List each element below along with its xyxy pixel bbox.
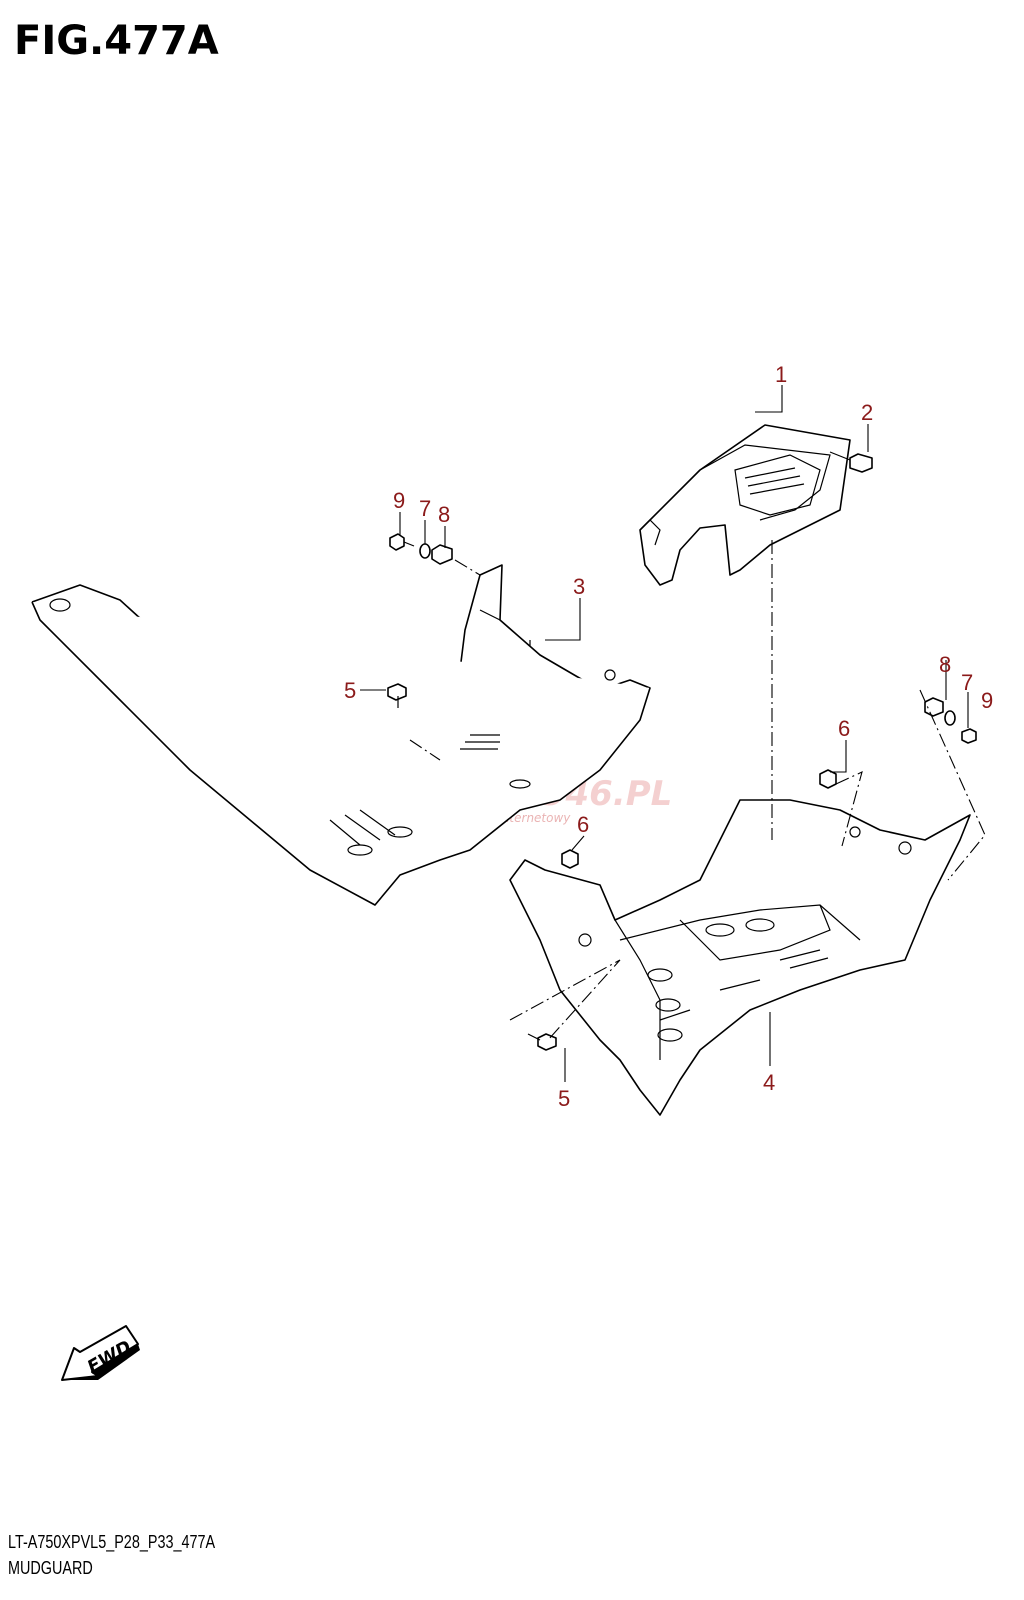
callout-3: 3 [573,574,585,599]
callout-9-right: 9 [981,688,993,713]
part-4-right-mudguard[interactable] [509,799,971,1116]
fastener-8-grommet-left[interactable] [431,544,453,565]
callout-9-left: 9 [393,488,405,513]
part-1-cover[interactable] [639,424,851,586]
fastener-6-clip-right[interactable] [819,769,837,789]
footer-part-name: MUDGUARD [8,1558,93,1578]
fastener-9-screw-right[interactable] [961,728,977,744]
callouts: 1 2 3 4 5 5 6 6 7 7 8 8 9 9 [344,362,993,1111]
part-3-left-mudguard[interactable] [31,564,651,906]
fastener-8-grommet-right[interactable] [924,697,944,717]
callout-5-left: 5 [344,678,356,703]
callout-6-left: 6 [577,812,589,837]
footer-part-code: LT-A750XPVL5_P28_P33_477A [8,1532,216,1552]
callout-8-left: 8 [438,502,450,527]
callout-1: 1 [775,362,787,387]
fwd-arrow-icon: FWD [61,1325,140,1381]
fastener-5-bolt-right[interactable] [527,1033,557,1051]
fastener-5-bolt-left[interactable] [387,683,407,708]
fastener-9-screw-left[interactable] [389,533,415,551]
callout-2: 2 [861,400,873,425]
callout-5-right: 5 [558,1086,570,1111]
fastener-7-washer-right[interactable] [944,710,956,726]
callout-7-right: 7 [961,670,973,695]
callout-8-right: 8 [939,652,951,677]
callout-7-left: 7 [419,496,431,521]
fastener-2-bolt[interactable] [829,451,873,473]
fastener-7-washer-left[interactable] [419,543,431,559]
leader-lines [360,385,969,1082]
fastener-6-clip-left[interactable] [561,849,579,869]
figure-title: FIG.477A [14,18,219,64]
assembly-lines [409,540,986,1041]
callout-4: 4 [763,1070,775,1095]
callout-6-right: 6 [838,716,850,741]
